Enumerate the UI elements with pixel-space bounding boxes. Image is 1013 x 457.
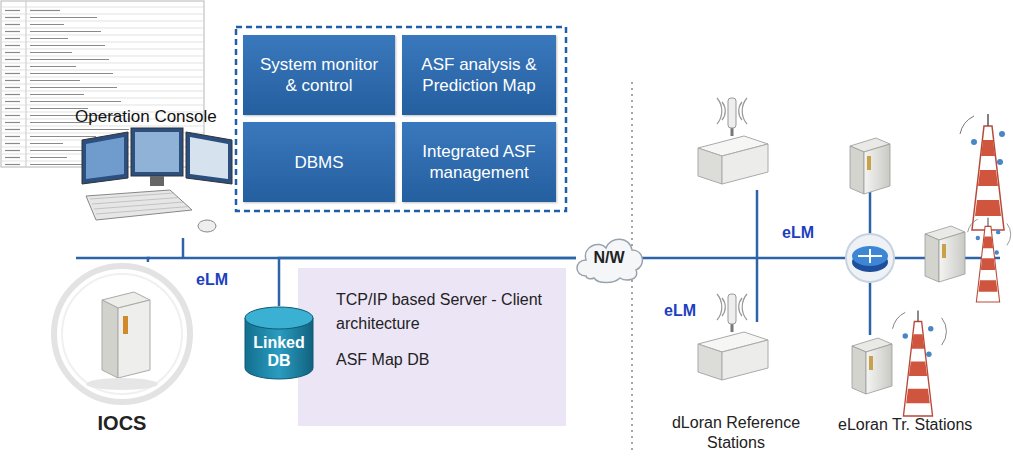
info-panel: TCP/IP based Server - Client architectur… — [298, 268, 566, 426]
node-text: DBMS — [294, 152, 343, 173]
text-stack: DBMS — [294, 152, 343, 173]
node-text: N/W — [593, 249, 624, 267]
link-label: eLM — [780, 224, 816, 242]
text-stack: ASF analysis & Prediction Map — [414, 54, 544, 96]
node-text: Linked DB — [249, 334, 309, 370]
node-text: Integrated ASF management — [414, 141, 544, 183]
link-label: eLM — [194, 271, 230, 289]
node-text: TCP/IP based Server - Client architectur… — [336, 288, 552, 336]
node-outline — [50, 262, 194, 410]
function-box: System monitor & control — [243, 35, 395, 115]
node-text: ASF Map DB — [336, 348, 552, 372]
text-stack: System monitor & control — [255, 54, 383, 96]
text-stack: Integrated ASF management — [414, 141, 544, 183]
station-label: dLoran Reference Stations — [668, 413, 804, 453]
station-label: eLoran Tr. Stations — [838, 416, 972, 434]
function-box: ASF analysis & Prediction Map — [402, 35, 556, 115]
function-box: DBMS — [243, 122, 395, 202]
node-text: ASF analysis & Prediction Map — [414, 54, 544, 96]
database-cylinder: Linked DB — [243, 306, 315, 380]
node-text: System monitor & control — [255, 54, 383, 96]
network-cloud: N/W — [574, 232, 644, 284]
server-node: IOCS — [50, 262, 194, 446]
node-text: IOCS — [50, 412, 194, 435]
console-label: Operation Console — [75, 107, 217, 127]
link-label: eLM — [662, 302, 698, 320]
function-box: Integrated ASF management — [402, 122, 556, 202]
